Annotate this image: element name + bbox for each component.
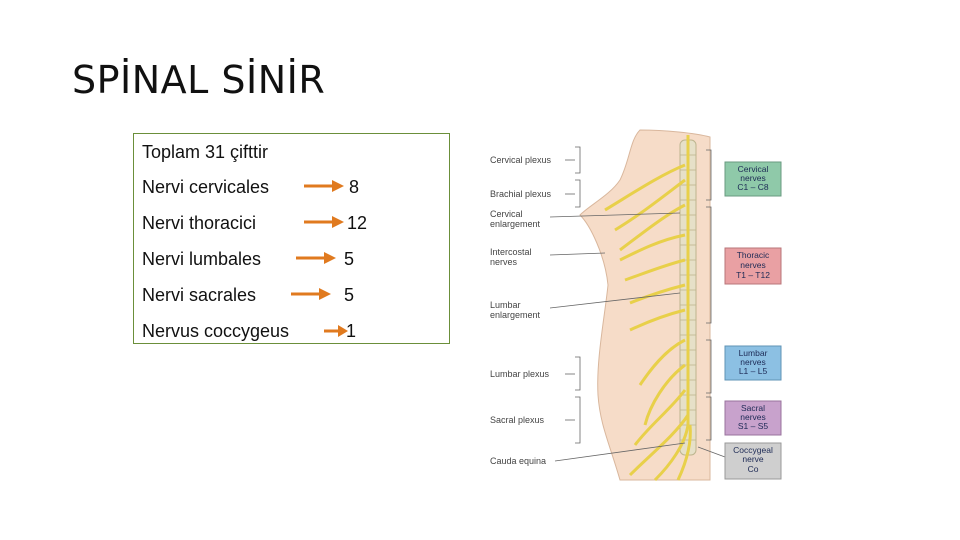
label-sacral-plexus: Sacral plexus	[490, 415, 545, 425]
page-title: SPİNAL SİNİR	[72, 58, 326, 102]
spinal-nerve-diagram: Cervical plexus Brachial plexus Cervical…	[480, 125, 790, 485]
left-labels: Cervical plexus Brachial plexus Cervical…	[490, 155, 552, 466]
row-label: Nervi lumbales	[142, 249, 262, 269]
row-value: 12	[347, 213, 368, 233]
leader-lines	[549, 146, 726, 462]
nerves	[604, 135, 692, 482]
arrow-icon	[296, 252, 336, 264]
row-coccygeal: Nervus coccygeus	[142, 321, 289, 342]
coccygeal-box-line2: nerve	[742, 454, 764, 464]
thoracic-box-line2: nerves	[740, 260, 766, 270]
label-lumbar-enlargement: Lumbar	[490, 300, 521, 310]
sacral-box-line1: Sacral	[741, 403, 765, 413]
row-value: 1	[346, 321, 357, 341]
region-boxes: Cervical nerves C1 – C8 Thoracic nerves …	[724, 161, 782, 480]
row-value: 5	[344, 249, 355, 269]
row-label: Nervi thoracici	[142, 213, 257, 233]
row-label: Nervus coccygeus	[142, 321, 290, 341]
label-lumbar-plexus: Lumbar plexus	[490, 369, 550, 379]
arrow-icon	[304, 216, 344, 228]
thoracic-box-line3: T1 – T12	[736, 270, 770, 280]
thoracic-box-line1: Thoracic	[737, 250, 770, 260]
row-thoracic: Nervi thoracici	[142, 213, 256, 234]
lumbar-box-line2: nerves	[740, 357, 766, 367]
lumbar-box-line1: Lumbar	[739, 348, 768, 358]
coccygeal-box-line1: Coccygeal	[733, 445, 773, 455]
label-intercostal-2: nerves	[490, 257, 518, 267]
label-cervical-plexus: Cervical plexus	[490, 155, 552, 165]
box-heading: Toplam 31 çifttir	[142, 142, 269, 162]
arrow-icon	[291, 288, 331, 300]
sacral-box-line3: S1 – S5	[738, 421, 769, 431]
row-lumbar: Nervi lumbales	[142, 249, 261, 270]
row-cervical: Nervi cervicales	[142, 177, 269, 198]
label-intercostal: Intercostal	[490, 247, 532, 257]
row-value: 8	[349, 177, 360, 197]
coccygeal-box	[724, 442, 782, 480]
arrow-icon	[304, 180, 344, 192]
row-sacral: Nervi sacrales	[142, 285, 256, 306]
cervical-box-line1: Cervical	[738, 164, 769, 174]
torso-silhouette	[579, 129, 711, 481]
lumbar-box	[724, 345, 782, 381]
vertebrae	[680, 154, 696, 441]
lumbar-box-line3: L1 – L5	[739, 366, 768, 376]
sacral-box-line2: nerves	[740, 412, 766, 422]
coccygeal-box-line3: Co	[748, 464, 759, 474]
arrow-icon	[324, 325, 348, 337]
cervical-box	[724, 161, 782, 197]
row-label: Nervi sacrales	[142, 285, 257, 305]
row-value: 5	[344, 285, 355, 305]
row-label: Nervi cervicales	[142, 177, 270, 197]
sacral-box	[724, 400, 782, 436]
thoracic-box	[724, 247, 782, 285]
cervical-box-line3: C1 – C8	[737, 182, 768, 192]
label-cauda-equina: Cauda equina	[490, 456, 546, 466]
label-lumbar-enlargement-2: enlargement	[490, 310, 541, 320]
cervical-box-line2: nerves	[740, 173, 766, 183]
label-cervical-enlargement-2: enlargement	[490, 219, 541, 229]
nerve-count-box: Toplam 31 çifttir Nervi cervicales 8 Ner…	[133, 133, 450, 344]
label-brachial-plexus: Brachial plexus	[490, 189, 552, 199]
spinal-nerve-illustration: Cervical plexus Brachial plexus Cervical…	[490, 129, 782, 482]
label-cervical-enlargement: Cervical	[490, 209, 523, 219]
